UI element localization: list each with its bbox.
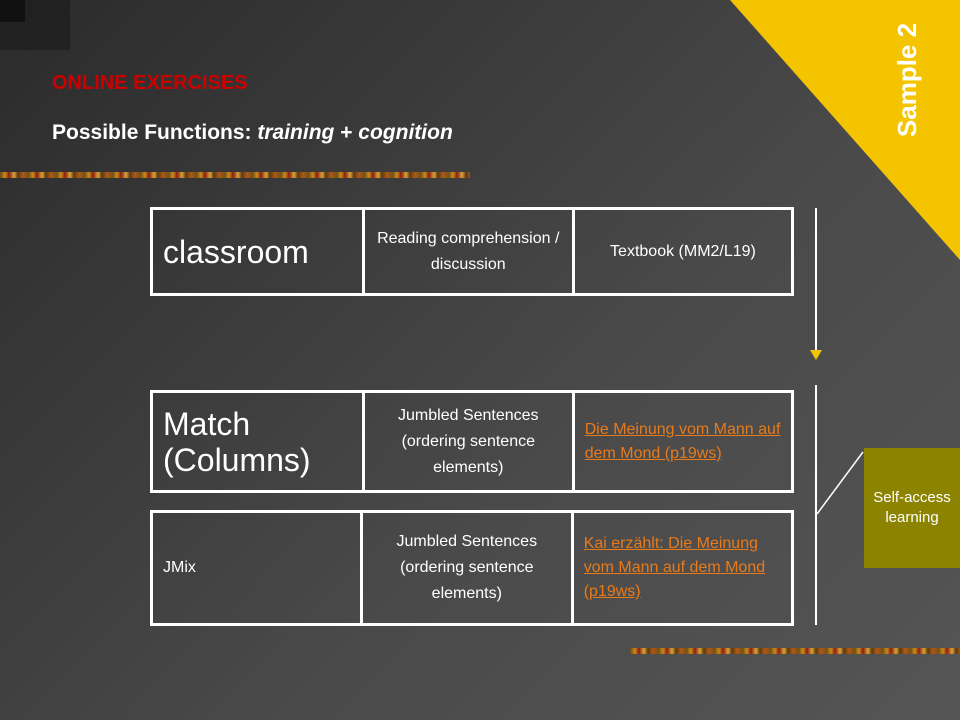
jumbled-sentences-cell: Jumbled Sentences (ordering sentence ele… — [361, 390, 575, 493]
ordering-elements-label: (ordering sentence elements) — [400, 559, 534, 602]
jmix-cell: JMix — [150, 510, 363, 626]
jumbled-sentences-cell: Jumbled Sentences (ordering sentence ele… — [359, 510, 574, 626]
table-row: Match (Columns) Jumbled Sentences (order… — [150, 390, 795, 493]
ordering-elements-label: (ordering sentence elements) — [401, 432, 535, 476]
corner-square — [0, 0, 25, 22]
decorative-bar-bottom — [630, 648, 960, 654]
classroom-table: classroom Reading comprehension / discus… — [150, 207, 795, 296]
slide-subtitle: Possible Functions: training + cognition — [52, 121, 453, 144]
exercise-link-cell: Kai erzählt: Die Meinung vom Mann auf de… — [570, 510, 795, 626]
flow-line-top — [815, 208, 817, 352]
self-access-box: Self-access learning — [864, 448, 960, 568]
exercise-link-mond[interactable]: Die Meinung vom Mann auf dem Mond (p19ws… — [584, 420, 781, 462]
reading-comprehension-cell: Reading comprehension / discussion — [361, 207, 575, 296]
table-row: classroom Reading comprehension / discus… — [150, 207, 795, 296]
decorative-bar-top — [0, 172, 470, 178]
match-table: Match (Columns) Jumbled Sentences (order… — [150, 390, 795, 493]
arrow-down-icon — [810, 350, 822, 360]
sample-badge-label: Sample 2 — [892, 22, 922, 138]
classroom-cell: classroom — [150, 207, 365, 296]
table-row: JMix Jumbled Sentences (ordering sentenc… — [150, 510, 795, 626]
jumbled-sentences-label: Jumbled Sentences — [396, 533, 538, 550]
flow-line-bottom — [815, 385, 817, 625]
exercise-link-kai[interactable]: Kai erzählt: Die Meinung vom Mann auf de… — [583, 535, 766, 600]
jumbled-sentences-label: Jumbled Sentences — [398, 406, 539, 424]
match-columns-cell: Match (Columns) — [150, 390, 365, 493]
textbook-cell: Textbook (MM2/L19) — [571, 207, 795, 296]
slide-title: ONLINE EXERCISES — [52, 72, 248, 94]
jmix-table: JMix Jumbled Sentences (ordering sentenc… — [150, 510, 795, 626]
connector-line — [816, 451, 864, 515]
exercise-link-cell: Die Meinung vom Mann auf dem Mond (p19ws… — [571, 390, 795, 493]
